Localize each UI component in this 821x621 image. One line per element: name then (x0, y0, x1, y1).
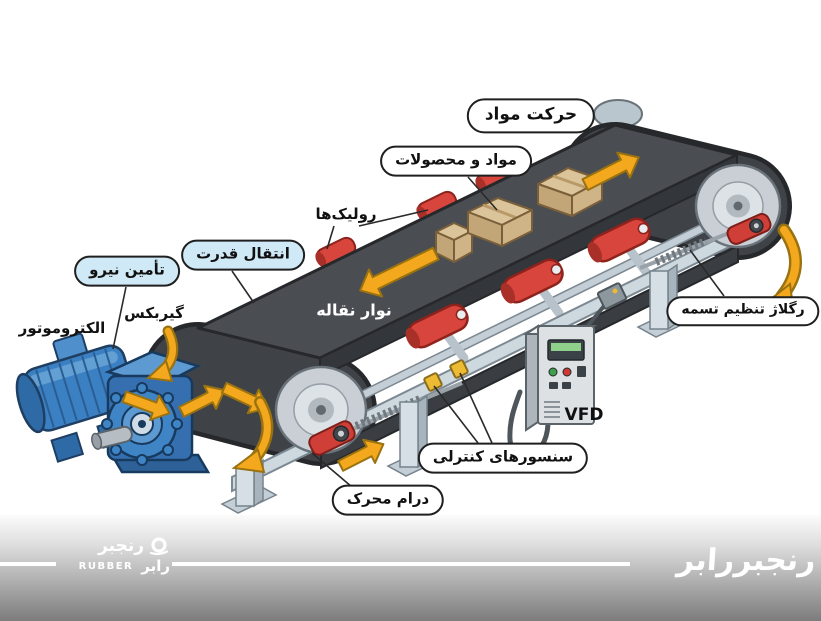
rubber-roll-icon (149, 537, 169, 556)
label-drive-drum: درام محرک (331, 484, 445, 516)
gearbox-flange (101, 382, 183, 466)
brand-logo-row1: رنجبر (58, 535, 170, 557)
label-material-movement: حرکت مواد (466, 98, 596, 134)
brand-name-fa-top: رنجبر (98, 536, 144, 556)
label-electromotor: الکتروموتور (18, 319, 106, 337)
footer-strip: رنجبر RUBBER رابر رنجبررابر (0, 515, 821, 621)
leg (220, 458, 278, 514)
power-flow-arrow (178, 384, 226, 418)
label-rollers: رولیک‌ها (315, 205, 377, 223)
power-flow-arrow (121, 390, 171, 421)
box-large (537, 167, 603, 217)
drive-bearing (308, 420, 356, 456)
brand-wordmark: رنجبررابر (676, 543, 818, 578)
return-roller (405, 303, 469, 363)
label-control-sensors: سنسورهای کنترلی (417, 442, 589, 474)
return-direction-arrow (337, 438, 385, 472)
vfd-green-button (548, 367, 558, 377)
brand-name-en: RUBBER (78, 560, 134, 572)
leader-lines (112, 176, 725, 488)
return-roller (500, 258, 564, 318)
brand-name-fa-bottom: رابر (141, 557, 170, 575)
footer-rule-left (0, 562, 56, 566)
brand-logo: رنجبر RUBBER رابر (58, 535, 170, 575)
output-shaft (91, 425, 133, 450)
label-materials-products: مواد و محصولات (380, 145, 532, 177)
label-power-supply: تأمین نیرو (74, 255, 180, 287)
vfd-vents (544, 401, 560, 418)
label-belt-regulator: رگلاژ تنظیم تسمه (666, 296, 820, 326)
footer-rule-mid (172, 562, 630, 566)
box-medium (467, 197, 533, 247)
label-vfd: VFD (564, 405, 604, 425)
box-small (435, 222, 473, 263)
label-conveyor-belt: نوار نقاله (316, 300, 392, 320)
brand-logo-row2: RUBBER رابر (58, 557, 170, 575)
belt-direction-arrow (359, 246, 440, 298)
cargo-boxes (435, 167, 603, 263)
vfd-cabinet (507, 304, 606, 460)
vfd-red-button (562, 367, 572, 377)
tail-bearing (726, 213, 772, 245)
label-gearbox: گیربکس (124, 304, 184, 322)
drums-and-tensioners (274, 163, 782, 456)
control-sensor (449, 359, 469, 379)
rotation-arrows (145, 223, 802, 474)
return-roller (587, 217, 651, 277)
belt-direction-arrow (581, 151, 640, 191)
label-power-transmission: انتقال قدرت (181, 239, 305, 271)
junction-box (596, 282, 628, 310)
